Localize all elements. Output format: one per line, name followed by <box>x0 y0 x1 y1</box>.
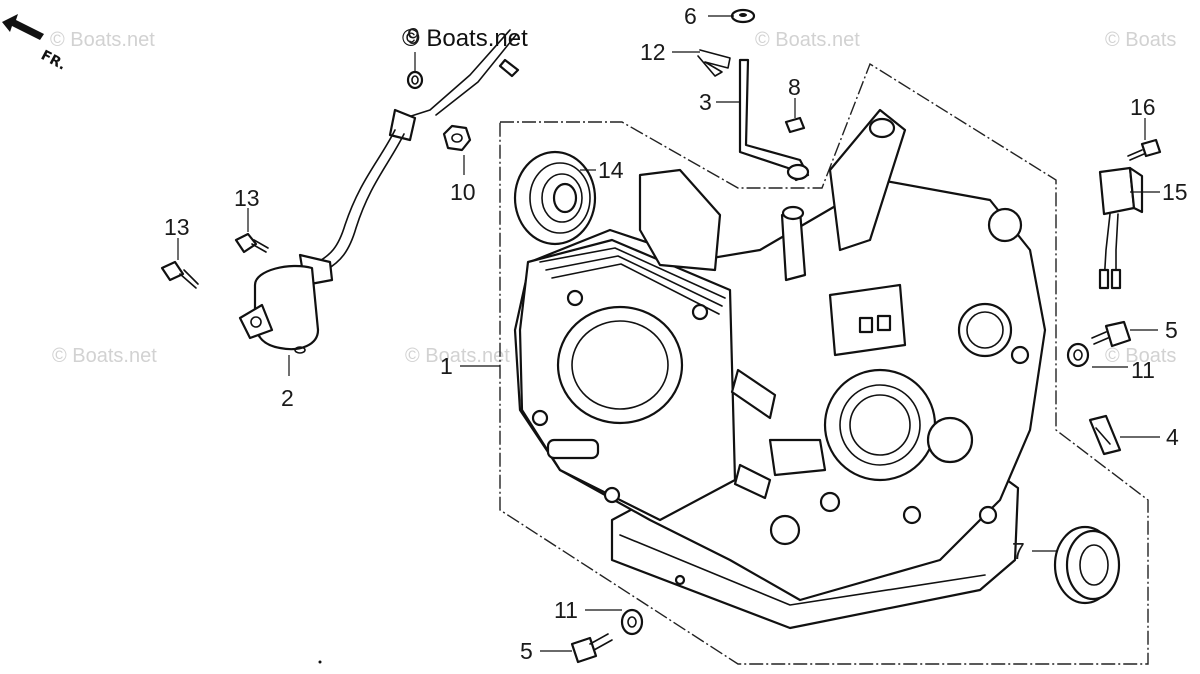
label-part-13: 13 <box>164 214 190 240</box>
watermark: © Boats.net <box>52 345 157 367</box>
label-part-15: 15 <box>1162 179 1188 205</box>
label-part-13: 13 <box>234 185 260 211</box>
nut-10 <box>442 124 472 152</box>
speck <box>318 660 322 664</box>
label-part-3: 3 <box>699 89 712 115</box>
bolt-13-lower <box>160 260 199 289</box>
watermark: © Boats.net <box>50 29 155 51</box>
oil-alert-unit <box>1098 166 1144 290</box>
label-part-5: 5 <box>1165 317 1178 343</box>
label-part-2: 2 <box>281 385 294 411</box>
nut-8 <box>784 116 806 134</box>
bolt-5-bottom <box>570 633 613 664</box>
washer-11-bottom <box>620 608 644 636</box>
label-part-10: 10 <box>450 179 476 205</box>
clip-12 <box>697 49 731 77</box>
bolt-13-upper <box>234 232 269 254</box>
leader-lines <box>177 15 1160 652</box>
bearing <box>513 150 597 246</box>
bolt-5-right <box>1091 320 1132 348</box>
label-part-9: 9 <box>407 23 420 49</box>
washer-11-right <box>1066 342 1090 368</box>
label-part-6: 6 <box>684 3 697 29</box>
label-part-16: 16 <box>1130 94 1156 120</box>
washer-9 <box>406 70 424 90</box>
label-part-7: 7 <box>1012 538 1025 564</box>
label-part-14: 14 <box>598 157 624 183</box>
clip-4 <box>1088 414 1122 456</box>
label-part-4: 4 <box>1166 424 1179 450</box>
front-arrow-icon <box>2 14 44 40</box>
assembly-frame <box>499 62 1149 665</box>
front-label: FR. <box>38 47 68 73</box>
label-part-5: 5 <box>520 638 533 664</box>
watermark: © Boats.net <box>402 25 528 52</box>
oil-seal <box>1053 525 1121 605</box>
watermark: © Boats.net <box>405 345 510 367</box>
watermark: © Boats <box>1105 345 1176 367</box>
washer-6 <box>730 8 756 24</box>
label-part-1: 1 <box>440 353 453 379</box>
label-part-8: 8 <box>788 74 801 100</box>
crankcase <box>513 108 1047 630</box>
oil-alert-sensor <box>238 29 520 354</box>
label-part-11: 11 <box>554 597 578 623</box>
bolt-16 <box>1127 138 1162 161</box>
breather-tube <box>738 58 810 182</box>
label-part-12: 12 <box>640 39 666 65</box>
watermark: © Boats <box>1105 29 1176 51</box>
label-part-11: 11 <box>1131 357 1155 383</box>
watermark: © Boats.net <box>755 29 860 51</box>
